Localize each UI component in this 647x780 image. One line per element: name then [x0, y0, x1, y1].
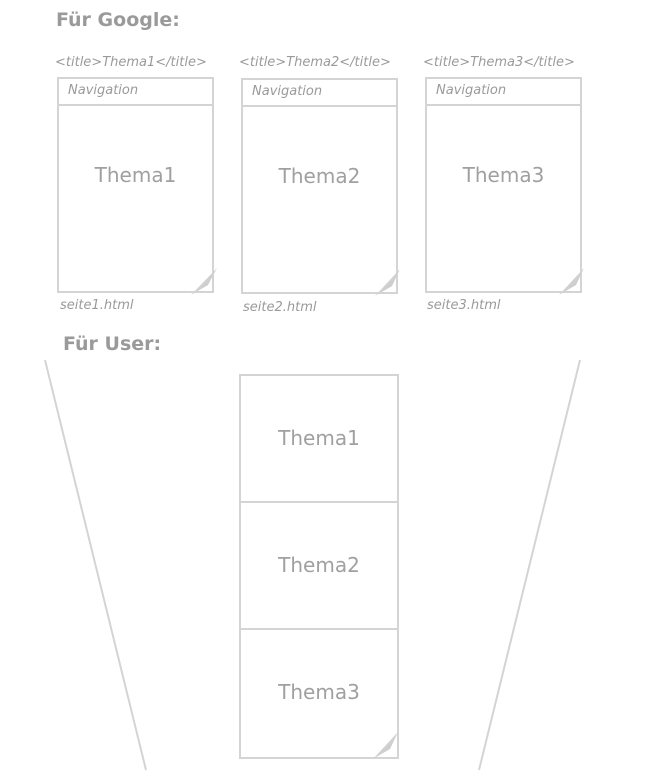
page-curl-icon [375, 269, 400, 296]
file-name-2: seite2.html [243, 300, 317, 315]
page-seite1: Navigation Thema1 [57, 77, 214, 293]
google-heading: Für Google: [56, 9, 180, 31]
navigation-bar: Navigation [59, 79, 212, 106]
section-topic: Thema3 [278, 680, 360, 704]
page-topic: Thema3 [462, 163, 545, 187]
title-tag-2: <title>Thema2</title> [239, 55, 391, 70]
section-thema1: Thema1 [241, 376, 397, 503]
title-tag-3: <title>Thema3</title> [423, 55, 575, 70]
funnel-right-line [478, 359, 581, 771]
navigation-bar: Navigation [243, 80, 396, 107]
page-topic: Thema1 [94, 163, 177, 187]
page-seite3: Navigation Thema3 [425, 77, 582, 293]
section-topic: Thema1 [278, 426, 360, 450]
file-name-3: seite3.html [427, 298, 501, 313]
navigation-bar: Navigation [427, 79, 580, 106]
section-topic: Thema2 [278, 553, 360, 577]
page-curl-icon [373, 732, 398, 759]
page-seite2: Navigation Thema2 [241, 78, 398, 294]
funnel-left-line [44, 359, 147, 771]
section-thema2: Thema2 [241, 503, 397, 630]
page-curl-icon [559, 268, 584, 295]
user-heading: Für User: [63, 333, 162, 355]
page-curl-icon [191, 268, 217, 295]
page-topic: Thema2 [278, 164, 361, 188]
title-tag-1: <title>Thema1</title> [55, 55, 207, 70]
file-name-1: seite1.html [60, 298, 134, 313]
combined-page: Thema1 Thema2 Thema3 [239, 374, 399, 759]
section-thema3: Thema3 [241, 630, 397, 755]
